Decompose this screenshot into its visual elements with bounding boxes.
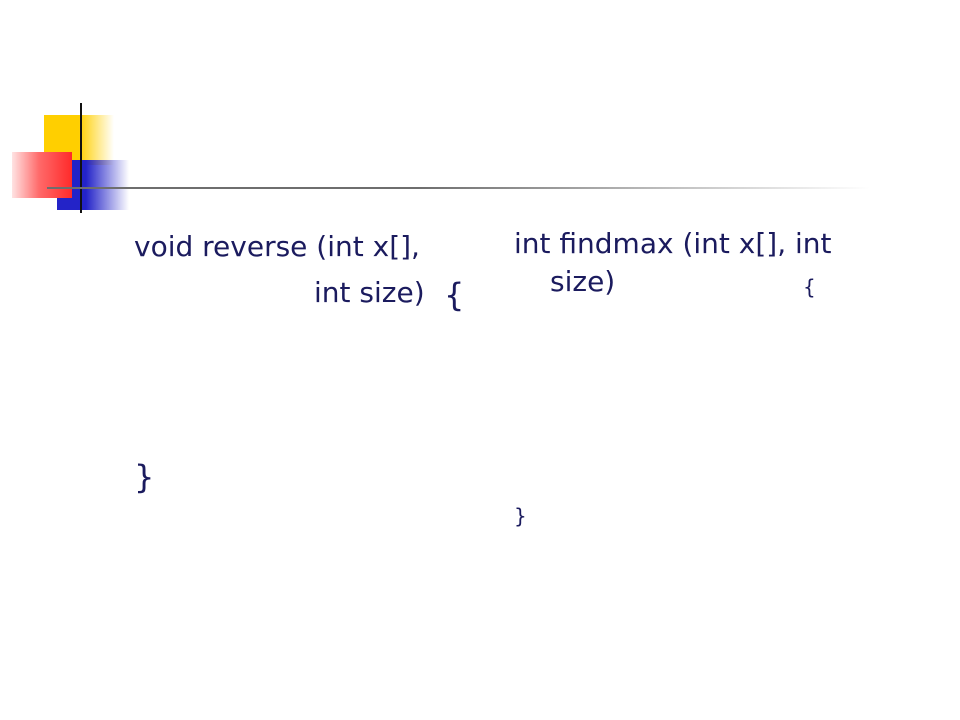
reverse-signature-line1: void reverse (int x[], [134, 230, 420, 263]
title-divider-rule [47, 187, 870, 189]
findmax-open-brace: { [803, 275, 816, 299]
findmax-signature-line2: size) [550, 265, 616, 298]
reverse-signature-line2: int size) [314, 276, 425, 309]
findmax-close-brace: } [514, 504, 527, 528]
logo-vertical-rule [80, 103, 82, 213]
reverse-close-brace: } [134, 458, 155, 496]
logo-red-square [12, 152, 72, 198]
reverse-open-brace: { [444, 276, 465, 314]
findmax-signature-line1: int findmax (int x[], int [514, 227, 832, 260]
